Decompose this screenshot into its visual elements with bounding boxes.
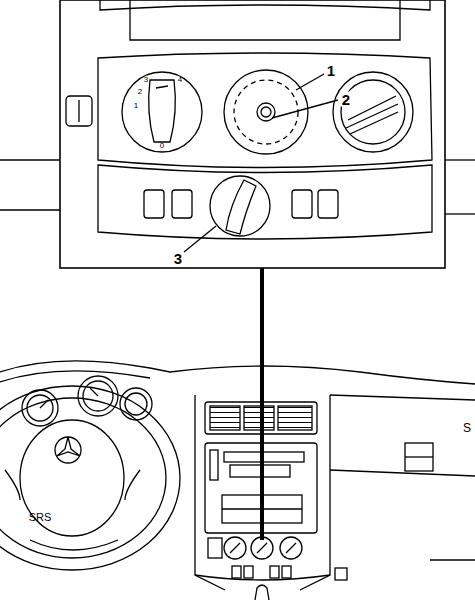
scale-number: 0 bbox=[159, 142, 165, 150]
dashboard bbox=[0, 361, 475, 590]
inset bbox=[0, 0, 475, 268]
airbag-marking: S bbox=[462, 422, 472, 434]
scale-number: 1 bbox=[133, 102, 139, 110]
callout-number: 3 bbox=[173, 251, 183, 266]
pointer-line bbox=[260, 268, 264, 540]
leader-line bbox=[184, 226, 216, 252]
scale-number: 4 bbox=[177, 76, 183, 84]
callout-number: 2 bbox=[341, 92, 351, 107]
instrument-cluster bbox=[22, 376, 152, 426]
leader-line bbox=[272, 100, 338, 118]
airbag-marking: SRS bbox=[28, 512, 53, 523]
scale-number: 3 bbox=[143, 76, 149, 84]
scale-number: 2 bbox=[137, 88, 143, 96]
leader-line bbox=[296, 74, 324, 90]
steering-wheel bbox=[0, 386, 180, 570]
callout-number: 1 bbox=[326, 63, 336, 78]
